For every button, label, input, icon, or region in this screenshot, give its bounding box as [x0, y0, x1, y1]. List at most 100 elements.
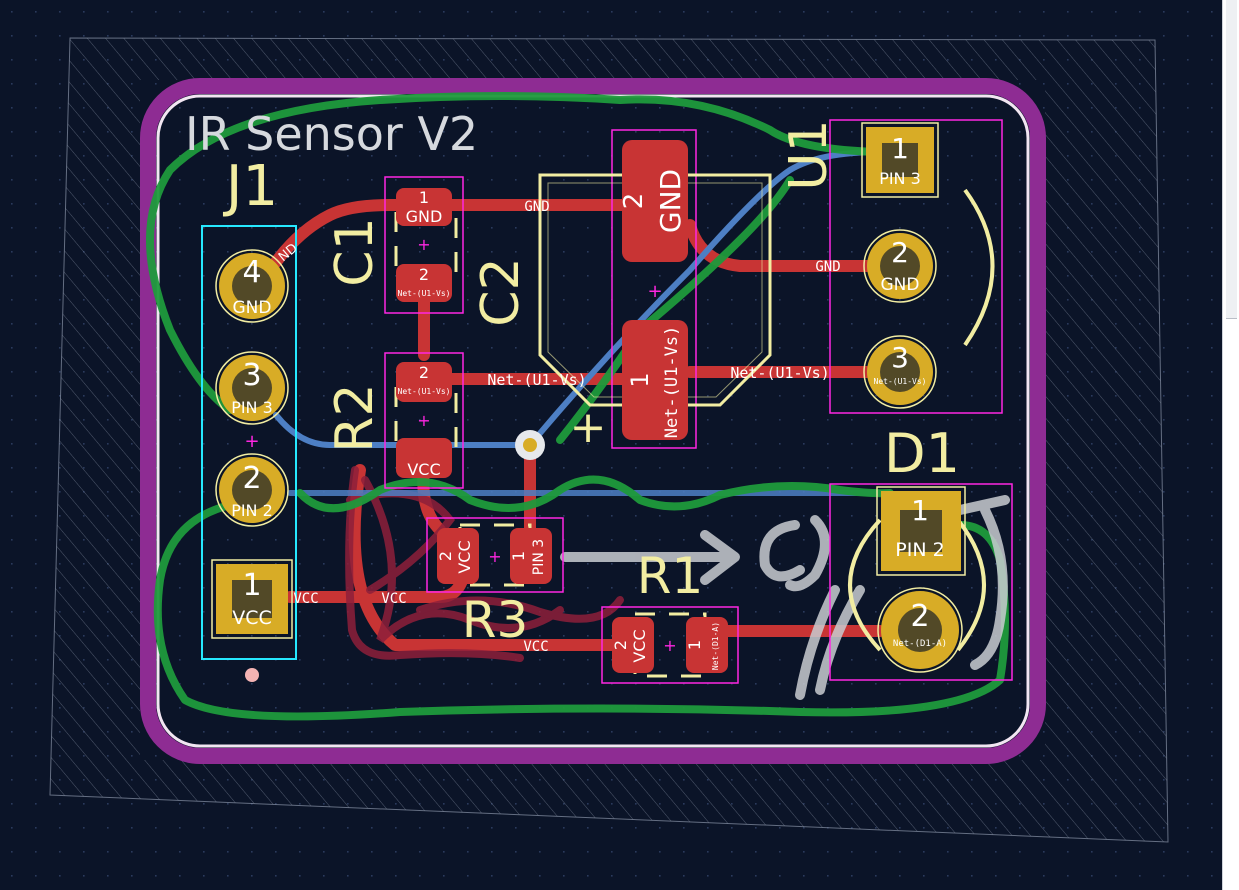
c2-silkscreen [538, 173, 772, 407]
u1-pad-3-number: 3 [891, 341, 909, 374]
r1-pad-1-net: Net-(D1-A) [711, 622, 720, 670]
c2-pad-1-net: Net-(U1-Vs) [662, 326, 682, 439]
via[interactable] [515, 430, 545, 460]
c2-courtyard [611, 129, 697, 449]
footprint-r3[interactable]: 2 VCC 1 PIN 3 + R3 [426, 517, 564, 649]
c2-pad-2-number: 2 [619, 193, 649, 210]
r2-pad-1-net: VCC [407, 460, 440, 479]
trace-label-gnd-u1: GND [815, 259, 840, 275]
r1-pad-2[interactable] [612, 617, 654, 673]
r3-pad-1-net: PIN 3 [531, 539, 547, 575]
r3-pad-1-number: 1 [509, 551, 528, 561]
trace-label-vcc-j1: VCC [293, 591, 318, 607]
side-panel-edge[interactable] [1222, 0, 1239, 890]
c2-pad-2[interactable] [622, 140, 688, 262]
c1-pad-2-number: 2 [419, 265, 429, 284]
c2-polarity-mark: + [570, 402, 607, 453]
panel-scroll-track[interactable] [1226, 0, 1237, 319]
r3-origin-cross: + [488, 547, 501, 566]
edge-cuts-outline [140, 78, 1046, 764]
j1-pad-1[interactable]: 1 VCC [211, 559, 293, 639]
r2-reference: R2 [325, 383, 385, 452]
zone-keepout-hatch [49, 37, 1169, 843]
r1-reference: R1 [637, 547, 704, 605]
j1-pad-2[interactable]: 2 PIN 2 [215, 453, 289, 527]
u1-silkscreen-arc [963, 188, 995, 347]
u1-pad-1-number: 1 [891, 132, 909, 165]
d1-pad-2-net: Net-(D1-A) [893, 639, 947, 649]
trace-label-vs-left: Net-(U1-Vs) [487, 371, 586, 389]
r3-pad-2-number: 2 [436, 551, 455, 561]
trace-label-vcc-bottom: VCC [523, 639, 548, 655]
d1-reference: D1 [884, 422, 960, 485]
j1-pad-3[interactable]: 3 PIN 3 [215, 351, 289, 425]
r3-pad-2-net: VCC [455, 540, 474, 573]
trace-label-gnd-top: GND [524, 199, 549, 215]
d1-silkscreen-arc [848, 518, 882, 652]
footprint-u1[interactable]: U1 1 PIN 3 2 GND 3 Net-(U1-Vs) [779, 119, 1003, 414]
u1-pad-1[interactable]: 1 PIN 3 [861, 122, 939, 198]
r3-reference: R3 [462, 591, 529, 649]
u1-pad-3[interactable]: 3 Net-(U1-Vs) [863, 335, 937, 409]
r3-courtyard [426, 517, 564, 593]
r2-pad-2-number: 2 [419, 363, 429, 382]
c2-origin-cross: + [647, 281, 662, 302]
j1-pad-4[interactable]: 4 GND [215, 249, 289, 323]
board-title: IR Sensor V2 [185, 107, 478, 161]
footprint-d1[interactable]: D1 1 PIN 2 2 Net-(D1-A) [829, 422, 1013, 681]
u1-pad-3-net: Net-(U1-Vs) [874, 377, 927, 386]
r3-pad-1[interactable] [510, 528, 552, 584]
footprint-j1[interactable]: J1 4 GND 3 PIN 3 2 PIN 2 1 VCC [201, 154, 301, 682]
c2-pad-1-number: 1 [626, 372, 654, 387]
d1-courtyard [829, 483, 1013, 681]
back-copper-traces [273, 149, 893, 496]
footprint-c2[interactable]: 2 GND 1 Net-(U1-Vs) + + C2 [471, 129, 772, 453]
u1-courtyard [829, 119, 1003, 414]
c1-origin-cross: + [417, 235, 430, 254]
r2-pad-1[interactable] [396, 438, 452, 478]
j1-pin1-marker [245, 668, 259, 682]
c1-pad-1[interactable] [396, 188, 452, 226]
footprint-r2[interactable]: 2 Net-(U1-Vs) VCC + R2 [325, 352, 464, 489]
j1-reference: J1 [223, 154, 278, 219]
c1-pad-2-net: Net-(U1-Vs) [398, 289, 451, 298]
d1-pad-2[interactable]: 2 Net-(D1-A) [877, 587, 963, 673]
trace-label-vcc-r3: VCC [381, 591, 406, 607]
r1-silkscreen [633, 612, 707, 678]
j1-pad-2-net: PIN 2 [231, 501, 273, 520]
j1-pad-1-number: 1 [242, 568, 261, 603]
d1-pad-1-net: PIN 2 [895, 539, 944, 561]
r1-courtyard [601, 606, 739, 684]
u1-reference: U1 [779, 119, 839, 190]
c1-reference: C1 [325, 217, 385, 286]
r3-pad-2[interactable] [437, 528, 479, 584]
u1-pad-2[interactable]: 2 GND [863, 229, 937, 303]
r2-origin-cross: + [417, 411, 430, 430]
r1-pad-1[interactable] [686, 617, 728, 673]
c2-reference: C2 [471, 257, 531, 326]
j1-fab-outline [201, 225, 297, 660]
j1-pad-1-net: VCC [232, 607, 272, 629]
j1-pad-3-number: 3 [242, 358, 261, 393]
footprint-c1[interactable]: 1 GND 2 Net-(U1-Vs) + C1 [325, 176, 464, 314]
r2-pad-2-net: Net-(U1-Vs) [398, 387, 451, 396]
c1-pad-1-number: 1 [419, 188, 429, 207]
green-annotation-stroke [146, 92, 1009, 721]
r1-pad-1-number: 1 [685, 640, 704, 650]
gray-annotation-arrow [560, 495, 1010, 700]
d1-pad-2-number: 2 [910, 599, 929, 634]
d1-pad-1[interactable]: 1 PIN 2 [876, 486, 966, 576]
c2-pad-1[interactable] [622, 320, 688, 440]
j1-pad-4-number: 4 [242, 255, 261, 290]
c1-pad-2[interactable] [396, 264, 452, 302]
r2-pad-2[interactable] [396, 362, 452, 402]
footprint-r1[interactable]: 2 VCC 1 Net-(D1-A) + R1 [601, 547, 739, 684]
j1-origin-cross: + [244, 431, 259, 452]
c2-pad-2-net: GND [654, 169, 687, 233]
u1-pad-2-number: 2 [891, 236, 909, 269]
u1-pad-2-net: GND [881, 275, 920, 295]
j1-pad-3-net: PIN 3 [231, 398, 273, 417]
j1-pad-4-net: GND [233, 298, 272, 318]
u1-pad-1-net: PIN 3 [879, 169, 921, 188]
